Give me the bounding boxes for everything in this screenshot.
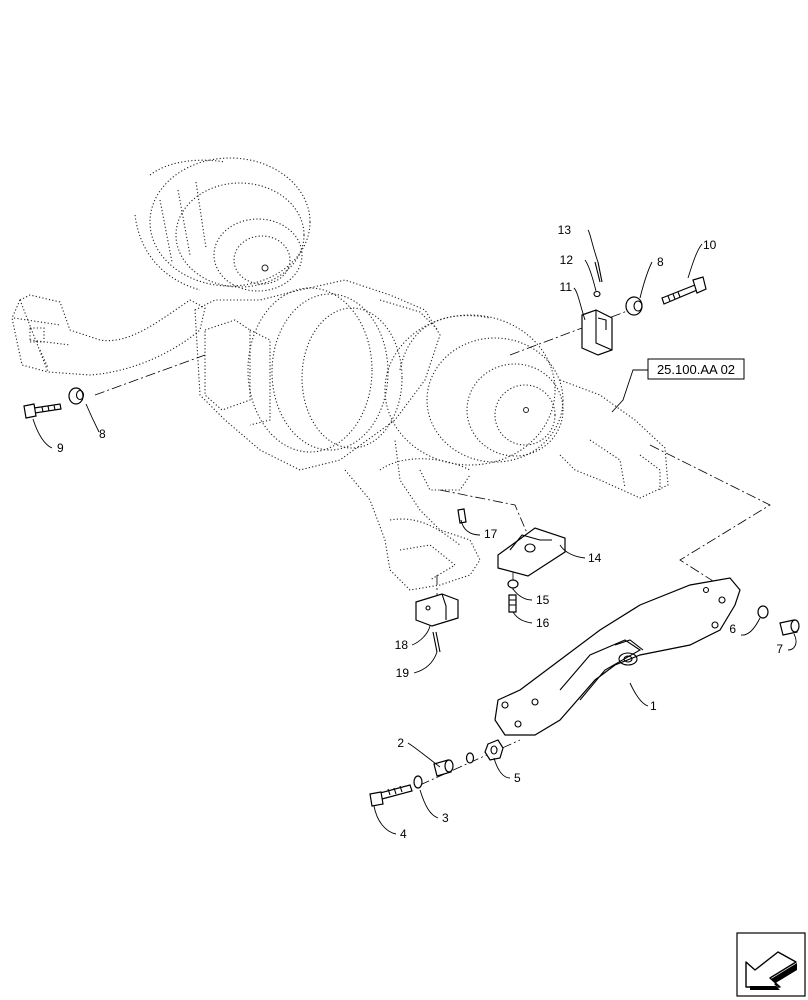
part-13-pin[interactable] bbox=[594, 261, 603, 283]
callout-5: 5 bbox=[514, 771, 521, 785]
axle-assembly-phantom bbox=[11, 157, 669, 591]
reference-box-label: 25.100.AA 02 bbox=[657, 362, 735, 377]
part-8-bushing-left[interactable] bbox=[68, 387, 85, 405]
part-5-nut[interactable] bbox=[465, 739, 504, 764]
leader-lines bbox=[32, 229, 797, 835]
part-4-bolt[interactable] bbox=[369, 784, 413, 807]
part-3-washer[interactable] bbox=[413, 775, 423, 789]
callout-1: 1 bbox=[650, 699, 657, 713]
callout-4: 4 bbox=[400, 827, 407, 841]
part-11-wedge-block[interactable] bbox=[581, 309, 613, 356]
callout-11: 11 bbox=[560, 280, 573, 294]
part-7-bolt[interactable] bbox=[779, 619, 800, 636]
part-16-screw[interactable] bbox=[508, 594, 517, 613]
callout-14: 14 bbox=[588, 551, 602, 565]
part-19-screw[interactable] bbox=[432, 631, 441, 653]
callout-2: 2 bbox=[397, 736, 404, 750]
part-18-plate-bracket[interactable] bbox=[415, 593, 459, 627]
callout-15: 15 bbox=[536, 593, 550, 607]
page-flip-arrow-icon[interactable] bbox=[736, 932, 806, 997]
callout-12: 12 bbox=[560, 253, 574, 267]
part-15-washer[interactable] bbox=[507, 579, 519, 589]
callout-18: 18 bbox=[395, 638, 409, 652]
part-2-spacer[interactable] bbox=[433, 759, 454, 777]
part-12-clip[interactable] bbox=[593, 290, 601, 298]
part-9-bolt[interactable] bbox=[23, 403, 62, 419]
center-lines bbox=[94, 309, 771, 786]
part-6-washer[interactable] bbox=[757, 605, 769, 619]
part-8-bushing-upper[interactable] bbox=[625, 296, 643, 316]
callout-3: 3 bbox=[442, 811, 449, 825]
callout-8-upper: 8 bbox=[657, 255, 664, 269]
part-10-bolt[interactable] bbox=[661, 276, 707, 305]
callout-9: 9 bbox=[57, 441, 64, 455]
callout-16: 16 bbox=[536, 616, 550, 630]
callout-7: 7 bbox=[776, 642, 783, 656]
callout-numbers: 13 12 11 8 10 8 9 17 14 15 16 18 19 1 6 … bbox=[57, 223, 783, 841]
part-1-bracket-plate[interactable] bbox=[494, 577, 741, 736]
callout-6: 6 bbox=[729, 622, 736, 636]
callout-8-left: 8 bbox=[99, 427, 106, 441]
callout-17: 17 bbox=[484, 527, 498, 541]
callout-13: 13 bbox=[558, 223, 572, 237]
part-14-cap-bracket[interactable] bbox=[497, 527, 566, 577]
part-17-pin[interactable] bbox=[457, 508, 467, 524]
callout-10: 10 bbox=[703, 238, 717, 252]
callout-19: 19 bbox=[396, 666, 410, 680]
reference-box[interactable]: 25.100.AA 02 bbox=[647, 358, 745, 380]
